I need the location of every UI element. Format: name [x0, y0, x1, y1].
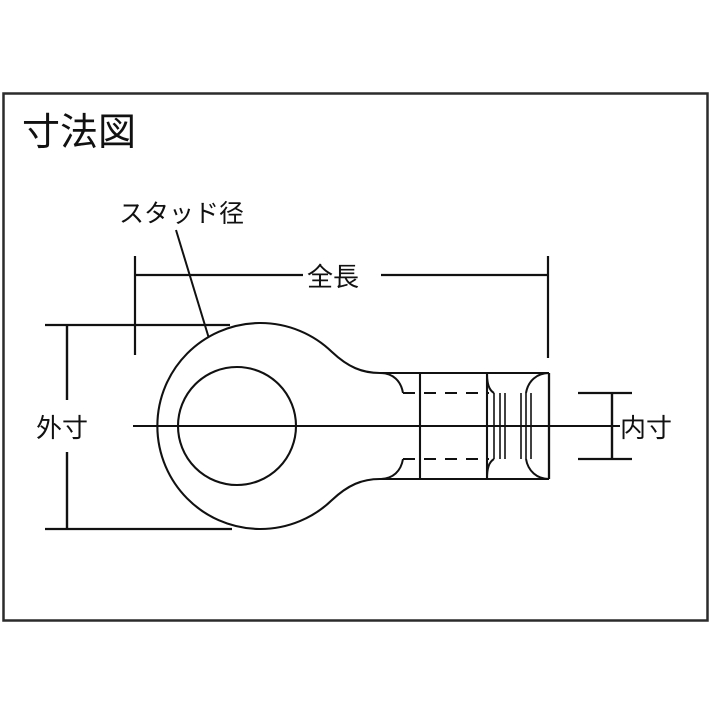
- barrel-fillet-top-left: [379, 372, 404, 394]
- outer-dimension-label: 外寸: [36, 414, 88, 444]
- stud-diameter-label: スタッド径: [119, 199, 244, 228]
- page-title: 寸法図: [22, 110, 136, 154]
- inner-dimension-label: 内寸: [620, 414, 672, 444]
- barrel-fillet-bottom-left: [379, 458, 404, 480]
- barrel-endcap-fillet-top: [525, 372, 550, 394]
- barrel-neck-curve-bottom: [486, 458, 495, 480]
- barrel-endcap-fillet-bottom: [525, 458, 550, 480]
- total-length-label: 全長: [307, 263, 359, 293]
- barrel-neck-curve-top: [486, 372, 495, 394]
- figure-frame: [2, 92, 709, 622]
